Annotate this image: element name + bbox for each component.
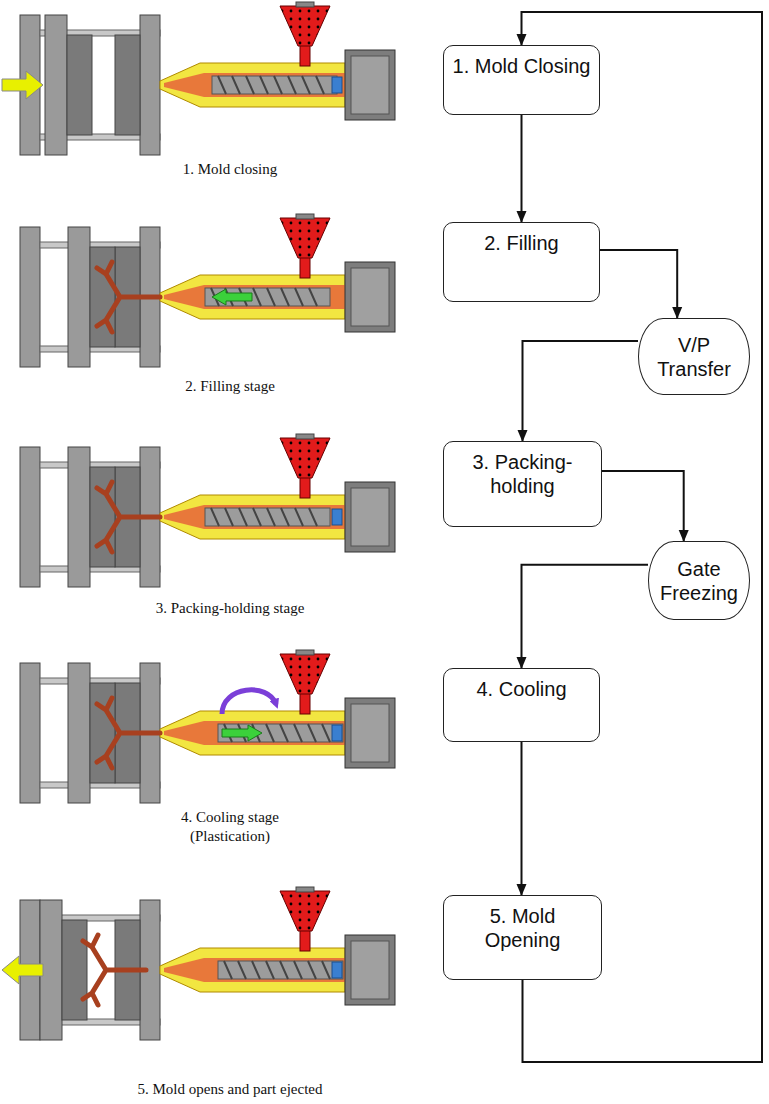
opening-arrow (2, 956, 43, 984)
moving-mold-half (67, 35, 92, 135)
node-text: V/P Transfer (645, 333, 743, 381)
node-text: 5. Mold Opening (450, 904, 595, 952)
rotation-arrow (222, 690, 276, 714)
molded-part (97, 698, 160, 768)
machine (20, 2, 395, 155)
moving-mold-half (62, 920, 87, 1020)
machine (20, 887, 395, 1040)
machine (20, 214, 395, 367)
stage-caption: 1. Mold closing (110, 160, 350, 179)
stage-caption: 2. Filling stage (110, 377, 350, 396)
molded-part (97, 482, 160, 552)
decision-terminal: Gate Freezing (648, 541, 750, 620)
ejected-part (83, 935, 146, 1005)
stage-2 (20, 214, 395, 367)
screw (212, 76, 337, 94)
stage-4 (20, 650, 395, 803)
node-text: 4. Cooling (476, 677, 566, 701)
node-text: Gate Freezing (655, 557, 743, 605)
screw (205, 508, 330, 526)
stage-1 (2, 2, 395, 155)
injection-arrow (212, 289, 252, 305)
moving-mold (68, 227, 115, 367)
flow-arrow (522, 565, 649, 668)
process-box: 5. Mold Opening (443, 895, 602, 980)
node-text: 1. Mold Closing (453, 54, 591, 78)
check-ring (332, 725, 342, 741)
stage-caption: 5. Mold opens and part ejected (60, 1080, 400, 1099)
flow-arrow (523, 341, 639, 441)
stage-3 (20, 434, 395, 587)
process-box: 4. Cooling (443, 668, 600, 742)
node-text: 2. Filling (484, 231, 558, 255)
screw (218, 961, 343, 979)
stage-caption: 4. Cooling stage (Plastication) (160, 808, 300, 846)
process-box: 2. Filling (443, 222, 600, 302)
check-ring (332, 77, 342, 93)
process-box: 1. Mold Closing (443, 45, 600, 115)
closing-arrow (2, 71, 43, 99)
node-text: 3. Packing-holding (450, 450, 595, 498)
flow-arrow (600, 250, 677, 318)
screw (218, 724, 343, 742)
flow-arrow (602, 471, 684, 541)
moving-platen (45, 15, 67, 155)
moving-mold (68, 663, 115, 803)
process-box: 3. Packing-holding (443, 441, 602, 527)
decision-terminal: V/P Transfer (638, 318, 750, 395)
screw-return-arrow (222, 725, 262, 741)
molded-part (97, 262, 160, 332)
stage-caption: 3. Packing-holding stage (90, 599, 370, 618)
screw (205, 288, 330, 306)
flow-arrow (521, 115, 523, 222)
flow-arrow (521, 742, 523, 895)
machine (20, 434, 395, 587)
check-ring (332, 509, 342, 525)
check-ring (332, 962, 342, 978)
machine (20, 650, 395, 803)
stage-5 (2, 887, 395, 1040)
moving-mold (68, 447, 115, 587)
